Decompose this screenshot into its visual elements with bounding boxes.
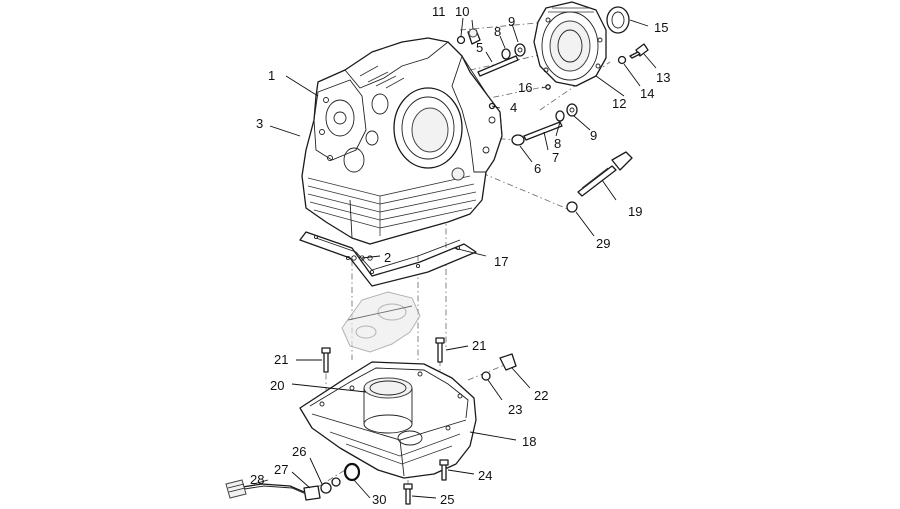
- callout-10: 10: [455, 4, 469, 19]
- dipstick: [566, 151, 633, 213]
- callout-21: 21: [472, 338, 486, 353]
- callout-21: 21: [274, 352, 288, 367]
- callout-13: 13: [656, 70, 670, 85]
- callout-15: 15: [654, 20, 668, 35]
- leader-lines: [253, 17, 657, 499]
- callout-7: 7: [552, 150, 559, 165]
- callout-24: 24: [478, 468, 492, 483]
- oil-seal-15: [606, 6, 630, 34]
- o-ring-16: [545, 84, 551, 90]
- callout-12: 12: [612, 96, 626, 111]
- bush-and-stud: [511, 121, 563, 146]
- callout-3: 3: [256, 116, 263, 131]
- sump-gasket: [299, 231, 477, 287]
- callout-27: 27: [274, 462, 288, 477]
- oil-sump: [299, 361, 477, 479]
- callout-2: 2: [384, 250, 391, 265]
- stud-5: [477, 55, 519, 77]
- callout-29: 29: [596, 236, 610, 251]
- sensor-assembly: [225, 462, 361, 501]
- callout-9: 9: [590, 128, 597, 143]
- callout-26: 26: [292, 444, 306, 459]
- washer-nut-lower: [555, 103, 578, 122]
- callout-5: 5: [476, 40, 483, 55]
- callout-25: 25: [440, 492, 454, 507]
- callout-1: 1: [268, 68, 275, 83]
- callout-28: 28: [250, 472, 264, 487]
- callout-8: 8: [494, 24, 501, 39]
- callout-16: 16: [518, 80, 532, 95]
- callout-18: 18: [522, 434, 536, 449]
- callout-11: 11: [432, 4, 446, 19]
- plug-and-washer: [456, 28, 481, 45]
- callout-numbers: 1 2 3 4 5 6 7 8 8 9 9 10 11 12 13 14 15 …: [250, 4, 670, 507]
- oil-pump-ghost: [341, 291, 421, 353]
- front-cover: [533, 1, 607, 87]
- sump-screws: [321, 337, 517, 505]
- callout-20: 20: [270, 378, 284, 393]
- callout-8: 8: [554, 136, 561, 151]
- callout-6: 6: [534, 161, 541, 176]
- crankcase: [301, 37, 503, 245]
- washer-nut-upper: [501, 43, 526, 60]
- callout-30: 30: [372, 492, 386, 507]
- callout-22: 22: [534, 388, 548, 403]
- callout-17: 17: [494, 254, 508, 269]
- callout-9: 9: [508, 14, 515, 29]
- callout-4: 4: [510, 100, 517, 115]
- callout-23: 23: [508, 402, 522, 417]
- callout-19: 19: [628, 204, 642, 219]
- callout-14: 14: [640, 86, 654, 101]
- screw-13-washer-14: [617, 43, 649, 65]
